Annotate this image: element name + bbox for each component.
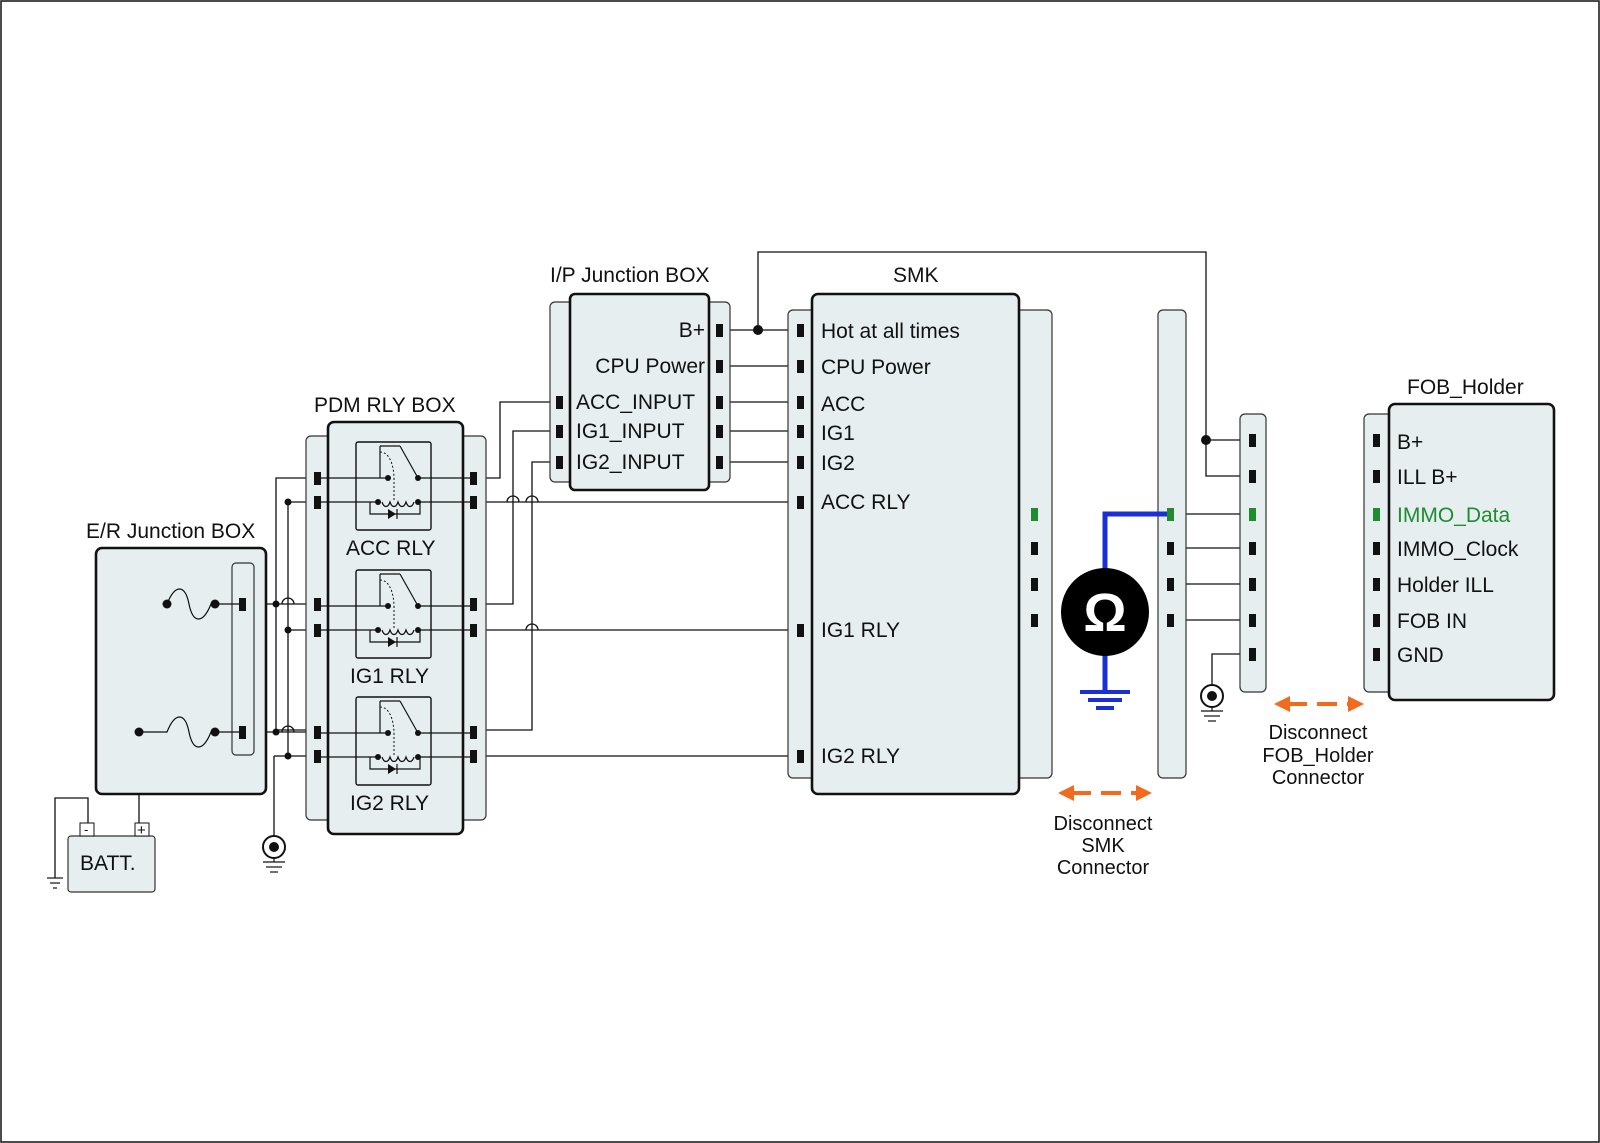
relay-internal-part	[385, 730, 391, 736]
er-junction-box: E/R Junction BOX	[86, 520, 280, 796]
svg-text:Connector: Connector	[1057, 857, 1150, 879]
fob-pin-gnd: GND	[1397, 644, 1444, 667]
battery-neg-terminal: -	[84, 822, 88, 837]
svg-text:SMK: SMK	[1081, 835, 1125, 857]
ohm-symbol: Ω	[1083, 583, 1126, 643]
relay-internal-part	[375, 627, 381, 633]
fob-pin-bplus: B+	[1397, 431, 1423, 454]
ohmmeter: Ω	[1061, 511, 1167, 710]
fob-ground-icon	[1200, 684, 1224, 722]
svg-text:Connector: Connector	[1272, 767, 1365, 789]
relay-internal-part	[385, 475, 391, 481]
ip-pin-ig2-input: IG2_INPUT	[576, 451, 685, 474]
er-junction-box-title: E/R Junction BOX	[86, 520, 255, 543]
wires	[54, 251, 1250, 878]
svg-text:Disconnect: Disconnect	[1269, 722, 1368, 744]
relay-internal-part	[379, 451, 395, 479]
relay-internal-part	[388, 637, 396, 647]
pdm-rly-box: PDM RLY BOX ACC RLY IG1 RLY IG2 RLY	[284, 394, 487, 836]
chassis-ground-icon	[47, 877, 63, 889]
ig1-relay-label: IG1 RLY	[350, 665, 429, 688]
fob-pin-immo-clock: IMMO_Clock	[1397, 538, 1519, 561]
relay-internal-part	[381, 500, 415, 508]
smk-pin-acc: ACC	[821, 393, 865, 416]
relay-internal-part	[399, 573, 419, 607]
acc-relay-label: ACC RLY	[346, 537, 435, 560]
relay-internal-part	[388, 764, 396, 774]
ip-pin-bplus: B+	[679, 319, 705, 342]
svg-text:FOB_Holder: FOB_Holder	[1262, 745, 1373, 767]
smk-disconnect-note: Disconnect SMK Connector	[1054, 785, 1153, 879]
ig2-relay-label: IG2 RLY	[350, 792, 429, 815]
fob-pin-immo-data: IMMO_Data	[1397, 504, 1511, 527]
relay-internal-part	[399, 445, 419, 479]
smk-module: SMK Hot at all times CPU Power ACC IG1 I…	[787, 264, 1053, 796]
smk-pin-ig1: IG1	[821, 422, 855, 445]
pdm-ground-icon	[262, 835, 286, 873]
battery: - + BATT.	[47, 822, 156, 893]
fob-pin-ill-bplus: ILL B+	[1397, 466, 1458, 489]
ohmmeter-icon	[1061, 568, 1149, 656]
relay-internal-part	[375, 754, 381, 760]
smk-pin-acc-rly: ACC RLY	[821, 491, 910, 514]
ip-pin-ig1-input: IG1_INPUT	[576, 420, 685, 443]
fob-holder-title: FOB_Holder	[1407, 376, 1524, 399]
battery-pos-terminal: +	[137, 822, 146, 839]
relay-internal-part	[375, 499, 381, 505]
smk-title: SMK	[893, 264, 939, 287]
battery-label: BATT.	[80, 852, 136, 875]
relay-internal-part	[381, 755, 415, 763]
ip-junction-box-title: I/P Junction BOX	[550, 264, 710, 287]
svg-text:Disconnect: Disconnect	[1054, 813, 1153, 835]
ip-pin-acc-input: ACC_INPUT	[576, 391, 695, 414]
pdm-rly-box-title: PDM RLY BOX	[314, 394, 456, 417]
fob-pin-fob-in: FOB IN	[1397, 610, 1467, 633]
fob-pin-holder-ill: Holder ILL	[1397, 574, 1494, 597]
fob-disconnect-note: Disconnect FOB_Holder Connector	[1262, 696, 1374, 789]
smk-pin-cpu-power: CPU Power	[821, 356, 931, 379]
fob-holder: FOB_Holder B+ ILL B+ IMMO_Data IMMO_Cloc…	[1363, 376, 1556, 702]
relay-internal-part	[379, 579, 395, 607]
ip-pin-cpu-power: CPU Power	[595, 355, 705, 378]
relay-internal-part	[379, 706, 395, 734]
relay-internal-part	[385, 603, 391, 609]
smk-pin-hot: Hot at all times	[821, 320, 960, 343]
smk-pin-ig2: IG2	[821, 452, 855, 475]
smk-pin-ig1-rly: IG1 RLY	[821, 619, 900, 642]
relay-internal-part	[388, 509, 396, 519]
wire-hops	[281, 495, 539, 733]
fob-harness-connector	[1201, 413, 1267, 693]
ip-junction-box: I/P Junction BOX B+ CPU Power ACC_INPUT …	[549, 264, 763, 492]
harness-connector	[1157, 309, 1187, 779]
relay-internal-part	[381, 628, 415, 636]
relay-internal-part	[399, 700, 419, 734]
smk-pin-ig2-rly: IG2 RLY	[821, 745, 900, 768]
